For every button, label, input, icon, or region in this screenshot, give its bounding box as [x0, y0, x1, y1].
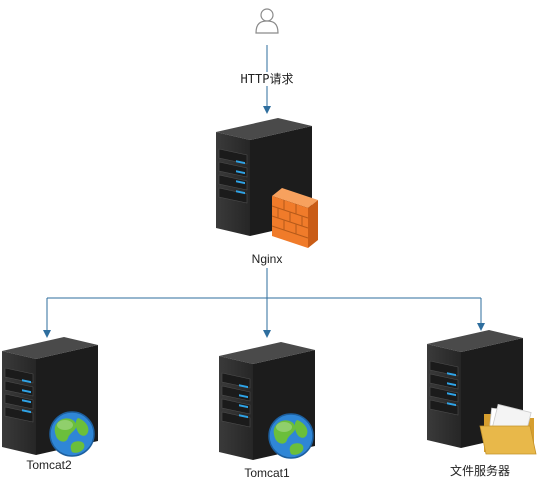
globe-icon [268, 413, 314, 459]
file-server-label: 文件服务器 [449, 464, 511, 478]
arrow-to-tomcat2 [43, 330, 51, 338]
folder-icon [479, 403, 537, 455]
arrow-to-tomcat1 [263, 330, 271, 338]
arrow-to-nginx [263, 106, 271, 114]
tomcat2-label: Tomcat2 [26, 458, 72, 472]
user-icon [255, 8, 279, 34]
tomcat1-label: Tomcat1 [244, 466, 290, 480]
arrow-to-fileserver [477, 323, 485, 331]
nginx-label: Nginx [251, 252, 283, 266]
request-label: HTTP请求 [239, 72, 295, 86]
firewall-icon [271, 188, 318, 248]
globe-icon [49, 411, 95, 457]
